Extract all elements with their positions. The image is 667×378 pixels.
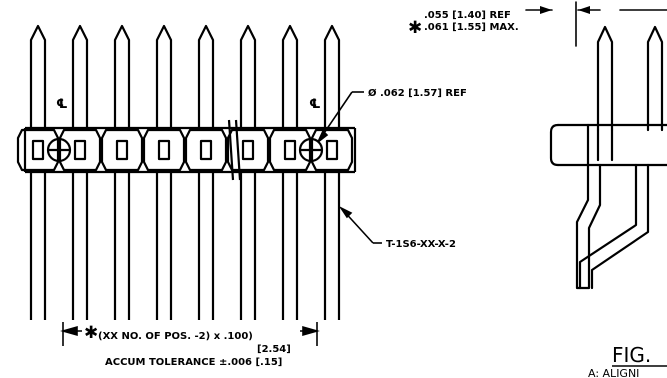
pin-cross-section — [115, 139, 129, 161]
pitch-formula-label: (XX NO. OF POS. -2) x .100) — [98, 331, 253, 342]
alignment-note: A: ALIGNI — [588, 367, 639, 378]
pitch-label-bg — [82, 320, 300, 354]
critical-symbol-thickness: ✱ — [408, 18, 422, 38]
max-thickness-label: .061 [1.55] MAX. — [424, 22, 519, 33]
figure-label: FIG. — [612, 343, 651, 367]
accum-tolerance-label: ACCUM TOLERANCE ±.006 [.15] — [105, 357, 282, 368]
part-number-leader — [338, 205, 382, 244]
front-view — [16, 24, 357, 320]
pin — [281, 24, 299, 320]
body-segment — [184, 128, 228, 172]
pin — [197, 24, 215, 320]
pin — [113, 24, 131, 320]
pin-cross-section — [241, 139, 255, 161]
pin-cross-section — [31, 139, 45, 161]
pin — [239, 24, 257, 320]
pin-cross-section — [199, 139, 213, 161]
diameter-leader — [317, 91, 364, 143]
body-segment — [100, 128, 144, 172]
ref-thickness-label: .055 [1.40] REF — [424, 10, 511, 21]
pin-cross-section — [73, 139, 87, 161]
body-segment — [268, 128, 312, 172]
hole-diameter-label: Ø .062 [1.57] REF — [368, 87, 467, 99]
body-segment — [226, 128, 270, 172]
pin — [71, 24, 89, 320]
centerline-right: ℄ — [309, 97, 321, 112]
header-body — [23, 126, 357, 174]
body-segment — [142, 128, 186, 172]
part-number-label: T-1S6-XX-X-2 — [386, 239, 456, 250]
pin-cross-section — [157, 139, 171, 161]
side-view — [525, 1, 667, 290]
body-segment — [16, 128, 60, 172]
pin — [155, 24, 173, 320]
pitch-formula-metric-label: [2.54] — [257, 344, 291, 355]
pin — [323, 24, 341, 320]
centerline-left: ℄ — [56, 97, 68, 112]
critical-symbol-pitch: ✱ — [84, 323, 98, 343]
pin-cross-section — [325, 139, 339, 161]
pin-cross-section — [283, 139, 297, 161]
break-line — [227, 119, 242, 181]
pin — [29, 24, 47, 320]
